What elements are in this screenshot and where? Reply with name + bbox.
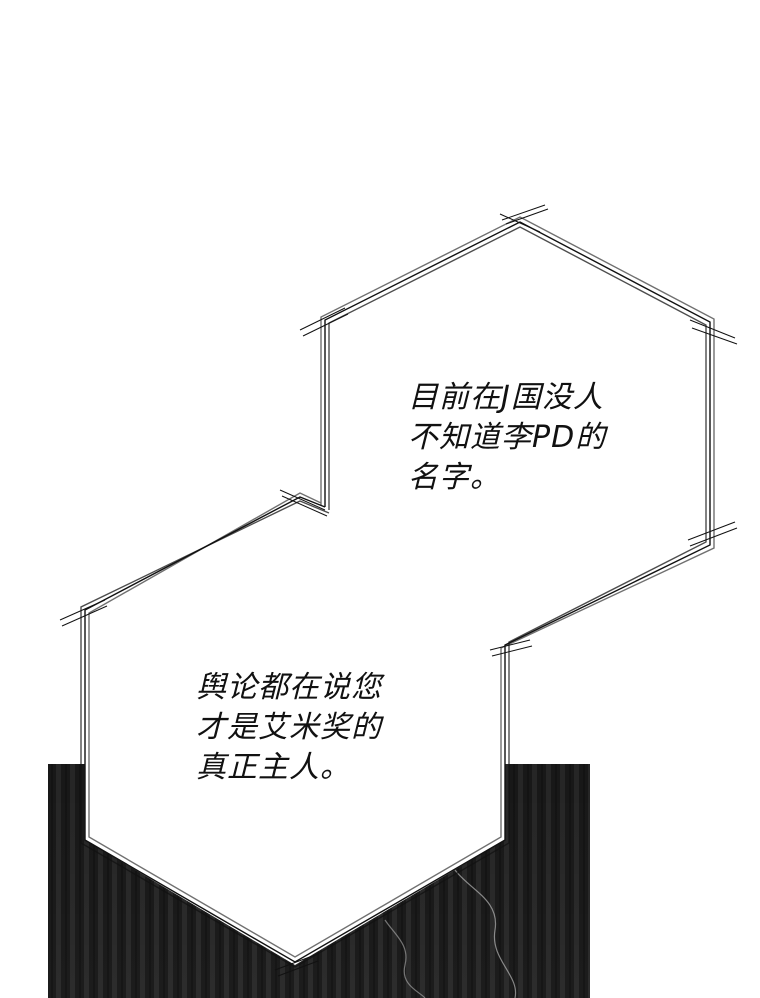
bubble-2-line: 才是艾米奖的 [196, 710, 382, 745]
bubble-2-line: 舆论都在说您 [196, 670, 382, 705]
corner-hatching [59, 204, 738, 977]
bubble-1-text: 目前在J国没人 不知道李PD的 名字。 [408, 378, 606, 498]
bubble-1-line: 目前在J国没人 [408, 380, 604, 415]
bubble-1-line: 名字。 [408, 460, 501, 495]
bubble-outline [80, 216, 715, 968]
bubble-1-line: 不知道李PD的 [408, 420, 607, 455]
speech-bubble-1 [325, 225, 710, 650]
speech-bubble-2 [85, 495, 505, 965]
bubble-2-line: 真正主人。 [196, 750, 351, 785]
bubble-2-text: 舆论都在说您 才是艾米奖的 真正主人。 [196, 668, 382, 788]
